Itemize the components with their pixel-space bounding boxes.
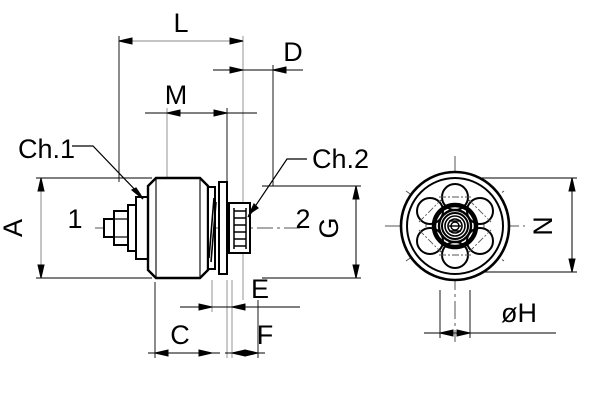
washer-outer [218, 181, 228, 275]
stud-detail-lines [114, 218, 129, 238]
spring-line-2 [210, 201, 217, 263]
center-hub [431, 202, 479, 250]
label-dim-M: M [165, 80, 188, 110]
hub-ring-4 [444, 215, 466, 237]
label-dim-F: F [257, 320, 274, 350]
hex-stud [103, 196, 150, 260]
label-dim-L: L [173, 8, 188, 38]
arrow-N-top [568, 177, 576, 192]
label-dim-N: N [528, 216, 558, 236]
spring-line-1 [208, 197, 215, 259]
label-dim-A: A [0, 219, 28, 237]
arrow-C-left [154, 349, 169, 357]
label-section-2: 2 [295, 204, 310, 234]
arrow-F-right [244, 349, 259, 357]
hub-hatch [449, 220, 461, 232]
arrow-N-bottom [568, 258, 576, 273]
dimension-labels: L D M A G 1 2 E C F N øH Ch.1 Ch.2 [0, 8, 558, 350]
leader-lines [72, 145, 307, 218]
arrow-M-right [213, 109, 228, 117]
hub-ring-3 [441, 212, 469, 240]
label-chamfer-2: Ch.2 [312, 144, 369, 174]
leader-arrow-chamfer-2 [247, 202, 259, 218]
hole-cl-2 [468, 199, 492, 223]
arrow-E-left [198, 303, 213, 311]
arrow-G-bottom [352, 264, 360, 279]
hub-ring-5 [447, 218, 463, 234]
extension-lines [36, 36, 577, 358]
leader-chamfer-1 [72, 145, 142, 197]
leader-arrow-chamfer-1 [130, 187, 144, 200]
stud-hex [113, 210, 130, 246]
label-dim-H: øH [501, 298, 537, 328]
dimension-lines [37, 37, 576, 357]
arrow-A-top [37, 177, 45, 192]
spring-element [208, 197, 217, 263]
hole-cl-3 [468, 229, 492, 253]
arrow-L-right [229, 37, 244, 45]
arrow-M-left [166, 109, 181, 117]
hole-cl-6 [418, 199, 442, 223]
leader-chamfer-2 [249, 158, 307, 215]
label-section-1: 1 [67, 204, 82, 234]
bolt-hole-centerlines [418, 196, 492, 256]
arrow-G-top [352, 185, 360, 200]
label-dim-C: C [170, 320, 190, 350]
arrow-F-left [231, 349, 246, 357]
arrow-D-left [229, 66, 244, 74]
label-dim-E: E [251, 274, 269, 304]
side-section-view [95, 176, 300, 280]
arrow-L-left [118, 37, 133, 45]
label-dim-D: D [283, 37, 303, 67]
inner-circle [406, 177, 504, 275]
label-chamfer-1: Ch.1 [18, 134, 75, 164]
end-face-view [385, 156, 525, 342]
nut-thread-lines [233, 208, 247, 249]
label-dim-G: G [314, 217, 344, 238]
arrow-A-bottom [37, 264, 45, 279]
arrow-H-right [456, 329, 471, 337]
arrow-C-right [198, 349, 213, 357]
hole-cl-5 [418, 229, 442, 253]
roller-body [146, 176, 210, 280]
hub-ring-1 [431, 202, 479, 250]
roller-body-edges [155, 178, 201, 278]
arrow-D-right [272, 66, 287, 74]
hub-ring-2 [437, 208, 473, 244]
arrow-E-right [231, 303, 246, 311]
arrow-H-left [439, 329, 454, 337]
